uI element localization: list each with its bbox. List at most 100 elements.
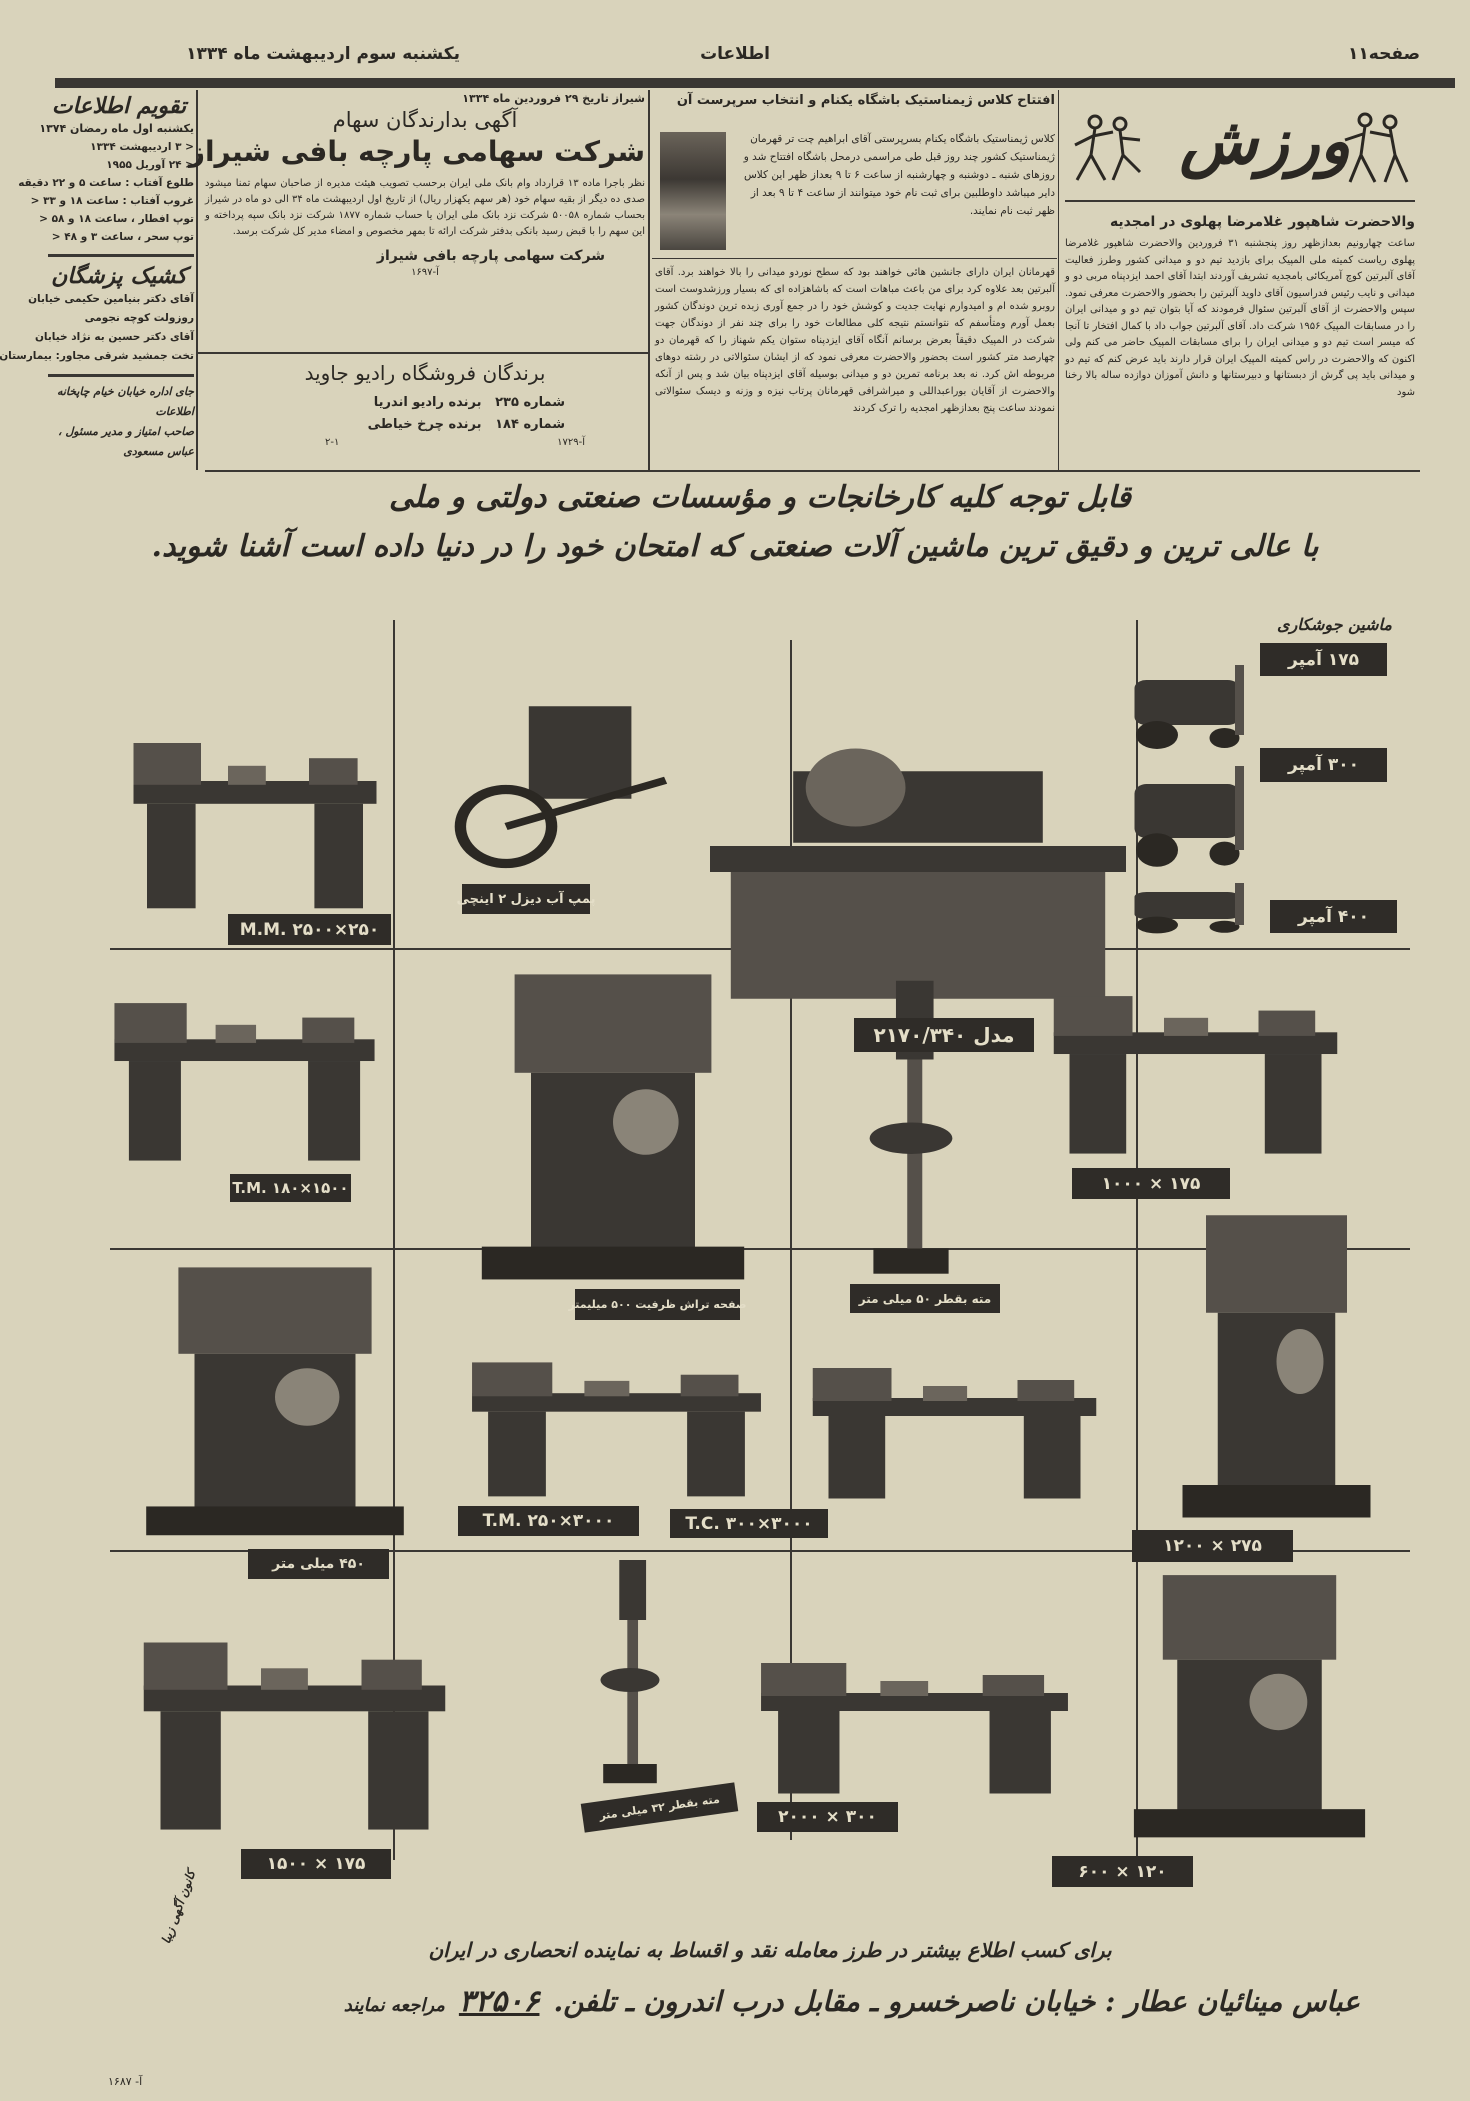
divider — [198, 352, 648, 354]
lathe-m-m-icon — [133, 743, 377, 909]
machine-label: T.M. ۲۵۰×۳۰۰۰ — [458, 1506, 639, 1536]
winner-number: شماره ۲۳۵ — [495, 395, 565, 410]
lathe-t-m-180-icon — [114, 1003, 375, 1161]
column-drill-32-icon — [600, 1560, 660, 1784]
diesel-water-pump-illustration — [449, 697, 677, 882]
champions-body: قهرمانان ایران دارای جانشین هائی خواهند … — [655, 267, 1055, 414]
machine-label: ۲۷۵ × ۱۲۰۰ — [1132, 1530, 1293, 1562]
machine-label: M.M. ۲۵۰۰×۲۵۰ — [228, 914, 391, 945]
machine-label: ۱۲۰ × ۶۰۰ — [1052, 1856, 1193, 1887]
ad-contact: عباس مینائیان عطار : خیابان ناصرخسرو ـ م… — [120, 1982, 1360, 2026]
lathe-175-1000-illustration — [1038, 978, 1353, 1159]
lathe-175-1000-icon — [1053, 996, 1338, 1154]
grid-line — [110, 1248, 1410, 1250]
lathe-175-1500-icon — [143, 1642, 446, 1830]
notice-dateline: شیراز تاریخ ۲۹ فروردین ماه ۱۳۳۴ — [462, 92, 645, 105]
welding-machine-400-icon — [1134, 883, 1244, 934]
athlete-photo — [660, 132, 726, 250]
doctors-box: کشیک پزشگان آقای دکتر بنیامین حکیمی خیاب… — [0, 262, 194, 366]
machine-label: پمپ آب دیزل ۲ اینچی — [456, 884, 596, 914]
doctor-line: تخت جمشید شرقی مجاور: بیمارستان — [0, 350, 194, 362]
calendar-lines: < ۳ اردیبهشت ۱۳۳۴ < ۲۴ آوریل ۱۹۵۵ طلوع آ… — [18, 138, 194, 246]
machine-label: ۴۵۰ میلی متر — [248, 1549, 389, 1579]
page-number: صفحه۱۱ — [1348, 44, 1420, 64]
company-name: شرکت سهامی پارچه بافی شیراز — [188, 135, 645, 168]
notice-heading: آگهی بدارندگان سهام — [332, 108, 518, 132]
cylindrical-grinder-illustration — [710, 690, 1126, 1015]
winner-prize: برنده رادیو اندریا — [373, 395, 482, 410]
calendar-line: غروب آفتاب : ساعت ۱۸ و ۳۳ < — [30, 195, 194, 207]
winner-row: شماره ۱۸۴ برنده چرخ خیاطی — [205, 414, 565, 436]
divider — [652, 258, 1057, 259]
machine-label: ۱۷۵ × ۱۰۰۰ — [1072, 1168, 1230, 1199]
calendar-line: < ۲۴ آوریل ۱۹۵۵ — [106, 159, 194, 171]
machine-label: ۱۷۵ × ۱۵۰۰ — [241, 1849, 391, 1879]
diesel-water-pump-icon — [454, 706, 668, 869]
welding-machine-400-illustration — [1112, 880, 1262, 940]
sports-title: ورزش — [1179, 104, 1351, 179]
grid-line — [1136, 620, 1138, 1860]
ad-code: ۲-۱ — [325, 437, 340, 448]
gym-body: کلاس ژیمناستیک باشگاه یکنام بسرپرستی آقا… — [743, 133, 1055, 217]
divider — [48, 374, 194, 377]
notice-body: نظر باجرا ماده ۱۳ قرارداد وام بانک ملی ا… — [205, 178, 646, 237]
calendar-day: یکشنبه اول ماه رمضان ۱۳۷۴ — [39, 122, 194, 135]
drill-press-50-icon — [869, 980, 953, 1274]
machine-label: صفحه تراش ظرفیت ۵۰۰ میلیمتر — [568, 1289, 747, 1320]
ad-footer-end: مراجعه نمایند — [343, 1995, 445, 2016]
calendar-line: توپ سحر ، ساعت ۳ و ۴۸ < — [51, 231, 194, 243]
ad-code: آ-۱۷۲۹ — [557, 437, 585, 448]
cylindrical-grinder-icon — [710, 748, 1126, 999]
ad-footer-line: برای کسب اطلاع بیشتر در طرز معامله نقد و… — [428, 1938, 1112, 1962]
machine-label: ۴۰۰ آمپر — [1270, 900, 1397, 933]
welding-machine-300-icon — [1134, 766, 1244, 867]
calendar-line: طلوع آفتاب : ساعت ۵ و ۲۲ دقیقه — [18, 177, 194, 189]
football-players-icon — [1074, 112, 1409, 183]
machine-label: T.C. ۳۰۰×۳۰۰۰ — [670, 1509, 828, 1538]
lathe-m-m-illustration — [120, 724, 390, 914]
calendar-title: تقویم اطلاعات — [51, 93, 187, 119]
newspaper-name: اطلاعات — [700, 44, 770, 64]
sports-masthead: ورزش — [1065, 104, 1415, 190]
doctor-line: روزولت کوچه نجومی — [84, 312, 194, 324]
winner-number: شماره ۱۸۴ — [495, 417, 565, 432]
lathe-300-2000-icon — [761, 1663, 1068, 1794]
vertical-milling-machine-illustration — [1159, 1199, 1394, 1524]
grid-line — [393, 620, 395, 1860]
doctors-title: کشیک پزشگان — [51, 263, 187, 289]
divider — [48, 254, 194, 257]
milling-machine-450-icon — [146, 1267, 404, 1536]
column-rule — [1058, 90, 1059, 470]
grid-line — [790, 640, 792, 1840]
calendar-line: توپ افطار ، ساعت ۱۸ و ۵۸ < — [39, 213, 194, 225]
lathe-t-c-300-icon — [812, 1368, 1097, 1499]
machine-label: ۱۷۵ آمپر — [1260, 643, 1387, 676]
lathe-175-1500-illustration — [127, 1621, 462, 1836]
bench-lathe-120-600-icon — [1133, 1575, 1366, 1838]
lathe-t-m-250-illustration — [456, 1347, 777, 1501]
shiraz-shareholder-notice: شیراز تاریخ ۲۹ فروردین ماه ۱۳۳۴ آگهی بدا… — [188, 92, 646, 279]
lathe-t-m-250-icon — [472, 1362, 761, 1497]
welding-machine-175-illustration — [1112, 660, 1262, 760]
machine-label: ۳۰۰ × ۲۰۰۰ — [757, 1802, 898, 1832]
drill-press-50-illustration — [817, 965, 1005, 1280]
machine-label: مته بقطر ۳۲ میلی متر — [580, 1782, 739, 1833]
welding-machine-300-illustration — [1112, 760, 1262, 880]
bench-lathe-120-600-illustration — [1105, 1561, 1394, 1843]
ad-subheadline: با عالی ترین و دقیق ترین ماشین آلات صنعت… — [151, 529, 1319, 564]
notice-signature: شرکت سهامی پارچه بافی شیراز — [376, 248, 605, 264]
section-rule — [205, 470, 1420, 472]
header-rule — [55, 78, 1455, 88]
ad-code: آ- ۱۶۸۷ — [108, 2075, 143, 2088]
notice-code: آ-۱۶۹۷ — [411, 267, 439, 278]
ad-address: عباس مینائیان عطار : خیابان ناصرخسرو ـ م… — [553, 1985, 1360, 2018]
machine-label: مته بقطر ۵۰ میلی متر — [850, 1284, 1000, 1313]
gym-headline: افتتاح کلاس ژیمناستیک باشگاه یکنام و انت… — [676, 93, 1055, 108]
sports-body: ساعت چهارونیم بعدازظهر روز پنجشنبه ۳۱ فر… — [1065, 238, 1415, 398]
lathe-t-m-180-illustration — [100, 985, 389, 1166]
column-drill-32-illustration — [563, 1548, 697, 1788]
machine-label: مدل ۲۱۷۰/۳۴۰ — [854, 1018, 1034, 1052]
radio-javid-winners: برندگان فروشگاه رادیو جاوید شماره ۲۳۵ بر… — [205, 360, 645, 450]
doctor-line: آقای دکتر حسین به نژاد خیابان — [34, 331, 194, 343]
sports-headline: والاحضرت شاهپور غلامرضا پهلوی در امجدیه — [1109, 214, 1415, 230]
